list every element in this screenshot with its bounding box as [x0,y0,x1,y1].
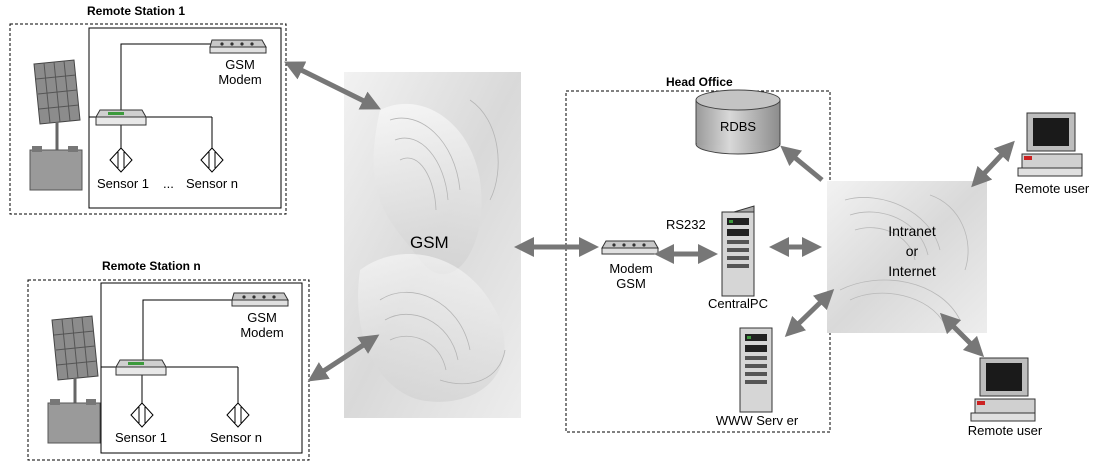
central-pc-label: CentralPC [708,296,768,311]
sensor-icon [200,147,224,173]
datalogger-icon [95,109,147,126]
station-1-ellipsis: ... [163,176,174,191]
server-tower-icon [739,327,773,413]
remote-station-1 [9,23,287,215]
head-office [565,89,831,433]
station-n-sensor-n-label: Sensor n [210,430,263,445]
link-arrow [784,289,835,337]
gsm-cloud-label: GSM [410,233,449,252]
solar-panel-icon [29,59,83,191]
datalogger-icon [115,359,167,376]
link-arrow [971,140,1015,188]
rs232-label: RS232 [666,217,706,232]
sensor-icon [109,147,133,173]
remote-user-bottom-label: Remote user [967,423,1043,438]
computer-icon [1017,112,1083,177]
head-modem-label-1: Modem [609,261,653,276]
remote-user-top-label: Remote user [1014,181,1090,196]
rdbs-label: RDBS [719,119,757,134]
database-icon [695,89,781,155]
computer-icon [970,357,1036,422]
station-n-modem-label-1: GSM [247,310,277,325]
connection-arrows [284,61,1015,382]
link-arrow [939,312,985,358]
www-server-label: WWW Serv er [715,413,799,428]
remote-station-n [27,279,310,461]
station-1-modem-label-2: Modem [218,72,262,87]
sensor-icon [226,402,250,428]
sensor-icon [130,402,154,428]
intranet-label-1: Intranet [888,223,936,239]
head-office-title: Head Office [666,75,733,89]
solar-panel-icon [47,315,101,444]
link-arrow [780,145,824,182]
link-arrow [307,334,380,382]
station-1-title: Remote Station 1 [87,4,186,18]
intranet-label-2: or [905,243,919,259]
intranet-cloud [827,181,987,333]
station-n-title: Remote Station n [102,259,201,273]
intranet-label-3: Internet [888,263,936,279]
gsm-modem-icon [601,240,659,255]
gsm-modem-icon [231,292,289,307]
station-1-modem-label-1: GSM [225,57,255,72]
server-tower-icon [721,205,755,297]
gsm-network-cloud [344,72,521,418]
head-modem-label-2: GSM [616,276,646,291]
station-1-sensor-n-label: Sensor n [186,176,239,191]
station-n-modem-label-2: Modem [240,325,284,340]
station-1-sensor-1-label: Sensor 1 [97,176,150,191]
gsm-modem-icon [209,39,267,54]
link-arrow [284,61,381,110]
station-n-sensor-1-label: Sensor 1 [115,430,168,445]
